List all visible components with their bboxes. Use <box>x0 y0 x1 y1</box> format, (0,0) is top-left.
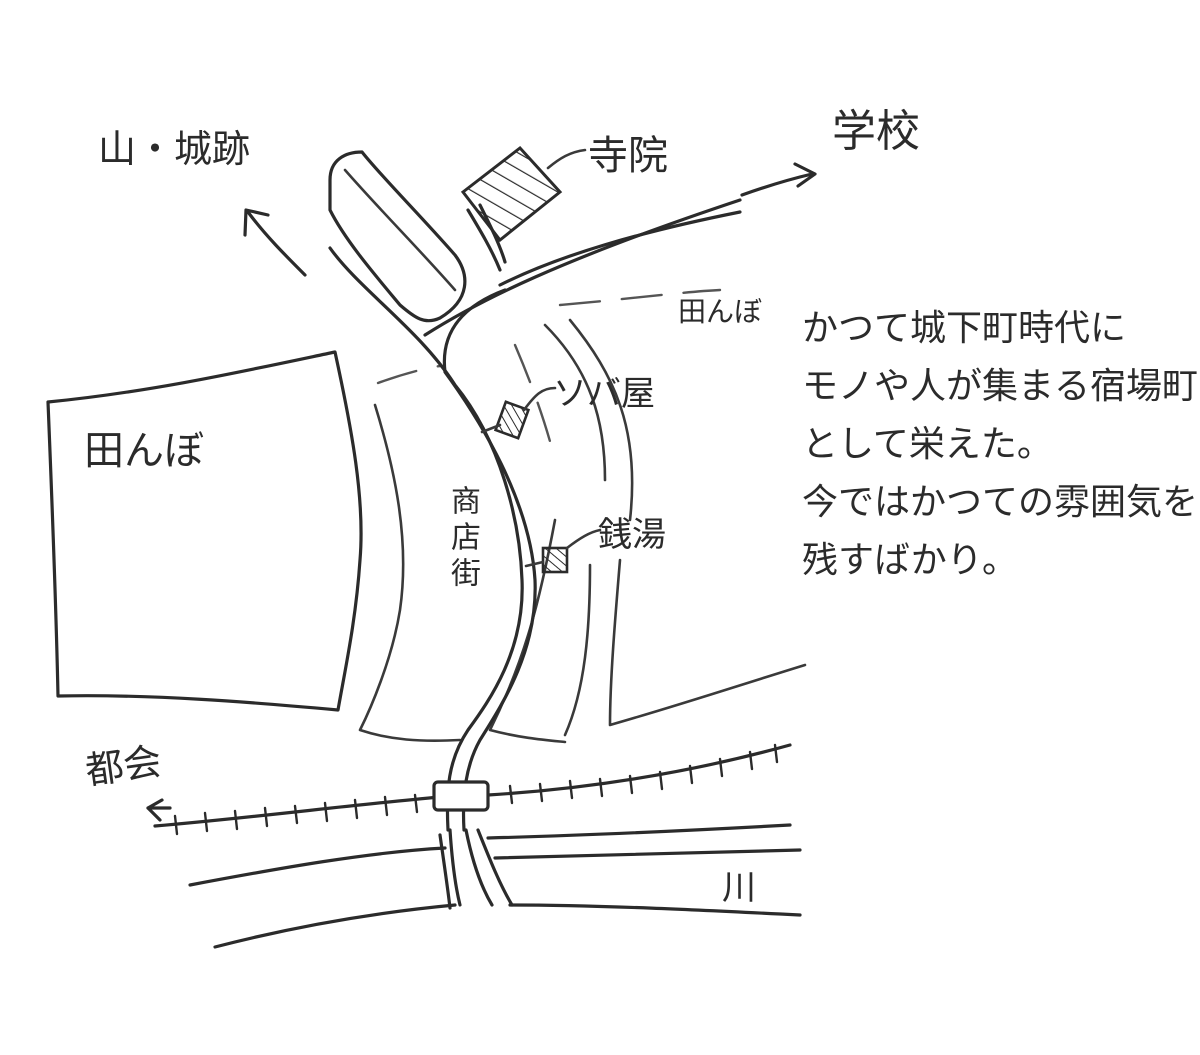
description-line: かつて城下町時代に <box>802 308 1127 349</box>
field-strip-5 <box>543 323 607 482</box>
school-road-2 <box>498 210 742 287</box>
bridge-east <box>464 828 514 907</box>
label-city: 都会 <box>82 738 165 794</box>
field-strip-4 <box>513 343 557 462</box>
description-note: かつて城下町時代に モノや人が集まる宿場町 として栄えた。 今ではかつての雰囲気… <box>802 300 1199 590</box>
description-line: 残すばかり。 <box>802 540 1019 581</box>
rice-field-left-area <box>46 350 363 712</box>
field-strip-1 <box>358 403 462 742</box>
label-bathhouse: 銭湯 <box>598 515 666 555</box>
label-school: 学校 <box>832 106 920 157</box>
railway-line <box>153 743 792 828</box>
bridge-west <box>438 828 462 910</box>
railway-ties <box>173 743 779 836</box>
temple-road-2 <box>478 203 507 264</box>
description-line: 今ではかつての雰囲気を <box>802 482 1199 523</box>
field-strip-3 <box>563 563 592 737</box>
bath-leader <box>565 528 602 550</box>
temple-road-1 <box>466 208 502 272</box>
description-line: モノや人が集まる宿場町 <box>802 366 1199 407</box>
temple-lot-outline-inner <box>343 168 457 292</box>
label-shopping-street: 商店街 <box>445 485 480 593</box>
temple-lot-outline <box>328 150 467 323</box>
school-road-1 <box>423 198 742 337</box>
station-building <box>432 780 490 812</box>
soba-leader <box>522 386 557 412</box>
field-strip-1b <box>376 364 442 385</box>
school-arrow <box>740 162 817 197</box>
label-river: 川 <box>722 868 756 908</box>
river-bank-north-2 <box>493 848 802 860</box>
rice-field-right-edge <box>568 318 634 522</box>
temple-leader <box>546 148 587 170</box>
castle-arrow <box>243 208 307 277</box>
river-bank-south-2 <box>508 903 802 917</box>
railway-arrow <box>146 798 172 822</box>
river-bank-south-1 <box>213 903 457 949</box>
label-rice-field-left: 田んぼ <box>84 428 204 474</box>
bath-connector <box>524 560 545 568</box>
bathhouse-building <box>541 546 569 574</box>
main-road-west <box>328 246 524 832</box>
soba-connector <box>480 423 502 434</box>
river-bank-north-1 <box>188 823 792 887</box>
field-strip-6 <box>558 288 722 307</box>
description-line: として栄えた。 <box>802 424 1053 465</box>
label-temple: 寺院 <box>588 133 668 179</box>
main-road-east <box>442 288 537 832</box>
soba-shop-building <box>493 400 531 440</box>
rice-field-right-area <box>608 558 807 727</box>
label-mountain-castle: 山・城跡 <box>98 127 251 171</box>
label-rice-field-right: 田んぼ <box>678 295 763 328</box>
label-soba-shop: ソバ屋 <box>553 374 655 414</box>
